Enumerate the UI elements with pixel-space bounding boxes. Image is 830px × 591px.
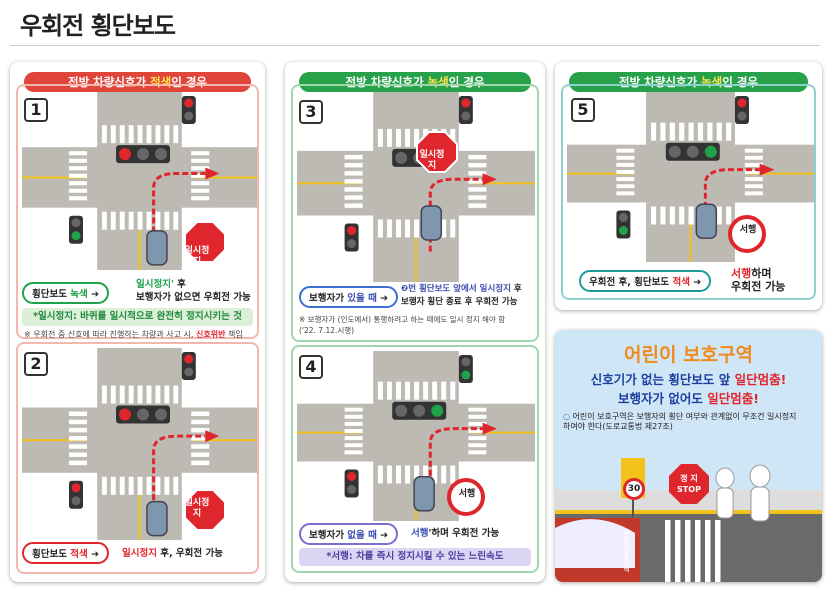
slow-sign-label: 서행	[458, 489, 476, 499]
scene-2: 2 횡단보도 적색 ➔ 일시정지 후, 우회전 가능	[16, 342, 259, 574]
page-title: 우회전 횡단보도	[20, 12, 176, 40]
condition-pill: 보행자가 없을 때 ➔	[299, 523, 399, 545]
stop-sign-label: 일시정지	[419, 150, 445, 171]
stop-sign-label: 일시정지	[184, 498, 210, 519]
footnote: ※ 보행자가 (인도에서) 통행하려고 하는 때에도 일시 정지 해야 함('2…	[299, 315, 506, 335]
school-zone-note: ○ 어린이 보호구역은 보행자의 횡단 여부와 관계없이 무조건 일시정지 하여…	[563, 412, 797, 431]
school-zone-message: 신호기가 없는 횡단보도 앞 일단멈춤! 보행자가 없어도 일단멈춤!	[590, 372, 787, 406]
definition-band: *일시정지: 바퀴를 일시적으로 완전히 정지시키는 것	[22, 308, 253, 326]
road-marking-text: 어린이보호구역	[622, 530, 629, 572]
scene-caption: 일시정지 후, 우회전 가능	[122, 548, 223, 559]
divider	[10, 45, 820, 46]
panel-green-signal: 전방 차량신호가 녹색인 경우 3 보행자가 있을 때 ➔ ❷번 횡단보도 앞에…	[285, 62, 545, 582]
stop-sign-label: 일시정지	[184, 246, 210, 267]
scene-number: 1	[24, 98, 48, 122]
scene-caption: 서행'하며 우회전 가능	[411, 528, 500, 539]
scene-number: 3	[299, 100, 323, 124]
scene-number: 4	[299, 355, 323, 379]
intersection-illustration	[22, 92, 257, 270]
footnote: ※ 우회전 중 신호에 따라 진행하는 차량과 사고 시, 신호위반 책임	[24, 330, 243, 339]
definition-band: *서행: 차를 즉시 정지시킬 수 있는 느린속도	[299, 548, 531, 566]
slow-sign-label: 서행	[739, 225, 757, 235]
scene-number: 5	[571, 98, 595, 122]
school-zone-illustration	[555, 438, 822, 582]
scene-4: 4 보행자가 없을 때 ➔ 서행'하며 우회전 가능 *서행: 차를 즉시 정지…	[291, 345, 539, 573]
condition-pill: 우회전 후, 횡단보도 적색 ➔	[579, 270, 712, 292]
condition-pill: 횡단보도 적색 ➔	[22, 542, 110, 564]
condition-pill: 횡단보도 녹색 ➔	[22, 282, 110, 304]
condition-pill: 보행자가 있을 때 ➔	[299, 286, 399, 308]
scene-number: 2	[24, 352, 48, 376]
intersection-illustration	[297, 92, 535, 282]
intersection-illustration	[567, 92, 814, 262]
intersection-illustration	[22, 348, 257, 540]
intersection-illustration	[297, 351, 535, 521]
school-zone-title: 어린이 보호구역	[624, 344, 753, 366]
speed-limit-sign: 30	[623, 478, 645, 500]
school-zone-panel: 어린이 보호구역 신호기가 없는 횡단보도 앞 일단멈춤! 보행자가 없어도 일…	[555, 330, 822, 582]
